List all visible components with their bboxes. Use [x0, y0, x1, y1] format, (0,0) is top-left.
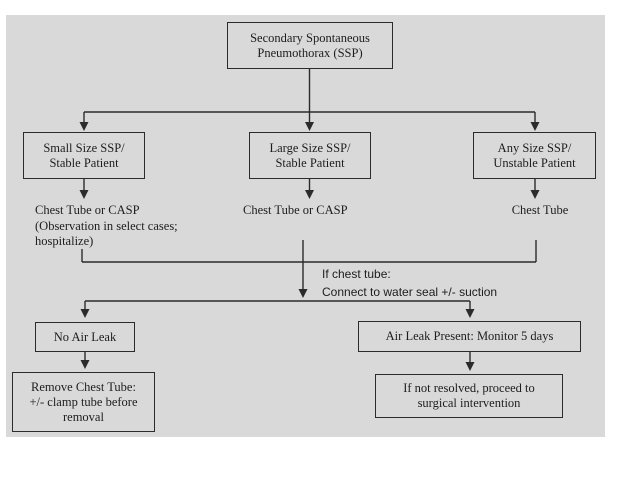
label-action-large: Chest Tube or CASP [243, 203, 348, 217]
node-root-ssp: Secondary Spontaneous Pneumothorax (SSP) [227, 22, 393, 69]
node-small-ssp-stable: Small Size SSP/ Stable Patient [23, 132, 145, 179]
flowchart-canvas [6, 15, 605, 437]
label-action-any: Chest Tube [511, 203, 569, 217]
node-no-air-leak: No Air Leak [35, 322, 135, 352]
node-large-ssp-stable: Large Size SSP/ Stable Patient [249, 132, 371, 179]
node-air-leak-present: Air Leak Present: Monitor 5 days [358, 321, 581, 352]
node-surgical-intervention: If not resolved, proceed to surgical int… [375, 374, 563, 418]
label-chest-tube-note: If chest tube: Connect to water seal +/-… [322, 267, 498, 299]
label-action-small: Chest Tube or CASP (Observation in selec… [35, 203, 178, 248]
node-any-ssp-unstable: Any Size SSP/ Unstable Patient [473, 132, 596, 179]
node-remove-chest-tube: Remove Chest Tube: +/- clamp tube before… [12, 372, 155, 432]
